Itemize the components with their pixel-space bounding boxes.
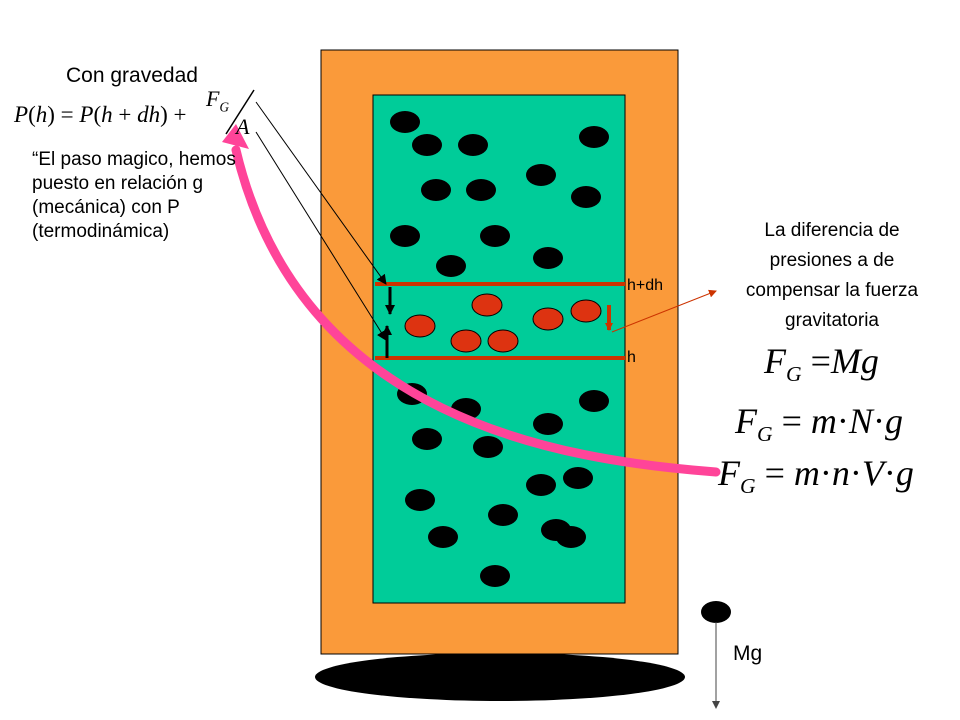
particle — [405, 489, 435, 511]
pressure-difference-note: La diferencia de presiones a de compensa… — [745, 220, 919, 331]
particle — [412, 134, 442, 156]
particle — [526, 474, 556, 496]
particle — [579, 390, 609, 412]
force-equation-2: FG = m·N·g — [735, 401, 903, 447]
particle — [480, 225, 510, 247]
pointer-line-bottom — [255, 131, 387, 341]
particle — [563, 467, 593, 489]
particle — [480, 565, 510, 587]
big-pink-arrowhead — [222, 124, 249, 149]
fraction-slash — [225, 89, 255, 135]
particle — [579, 126, 609, 148]
particle — [428, 526, 458, 548]
gas-particles — [390, 111, 609, 587]
particle — [458, 134, 488, 156]
slab-particles — [404, 293, 602, 353]
particle — [390, 225, 420, 247]
slab-particle — [404, 314, 436, 338]
particle — [390, 111, 420, 133]
particle — [412, 428, 442, 450]
particle — [488, 504, 518, 526]
particle — [533, 247, 563, 269]
force-equation-1: FG =Mg — [764, 341, 879, 387]
particle — [571, 186, 601, 208]
slab-particle — [487, 329, 519, 353]
slab-particle — [450, 329, 482, 353]
particle — [526, 164, 556, 186]
particle — [466, 179, 496, 201]
falling-mass — [701, 601, 731, 623]
label-h: h — [627, 349, 636, 366]
particle — [533, 413, 563, 435]
slab-particle — [532, 307, 564, 331]
particle — [436, 255, 466, 277]
fraction-denominator: A — [236, 114, 250, 139]
note-pointer-line — [611, 289, 717, 333]
slab-particle — [471, 293, 503, 317]
quote-paso-magico: “El paso magico, hemos puesto en relació… — [32, 149, 236, 242]
pressure-balance-equation: P(h) = P(h + dh) + — [14, 102, 187, 127]
label-mg: Mg — [733, 642, 763, 665]
base-shadow — [315, 653, 685, 701]
big-pink-arrow — [231, 145, 721, 477]
pointer-line-top — [255, 101, 387, 285]
slab-particle — [570, 299, 602, 323]
particle — [421, 179, 451, 201]
force-equation-3: FG = m·n·V·g — [718, 453, 914, 499]
particle — [473, 436, 503, 458]
particle — [556, 526, 586, 548]
fraction-numerator: FG — [206, 86, 229, 115]
title-con-gravedad: Con gravedad — [66, 64, 198, 87]
label-h-plus-dh: h+dh — [627, 277, 664, 294]
